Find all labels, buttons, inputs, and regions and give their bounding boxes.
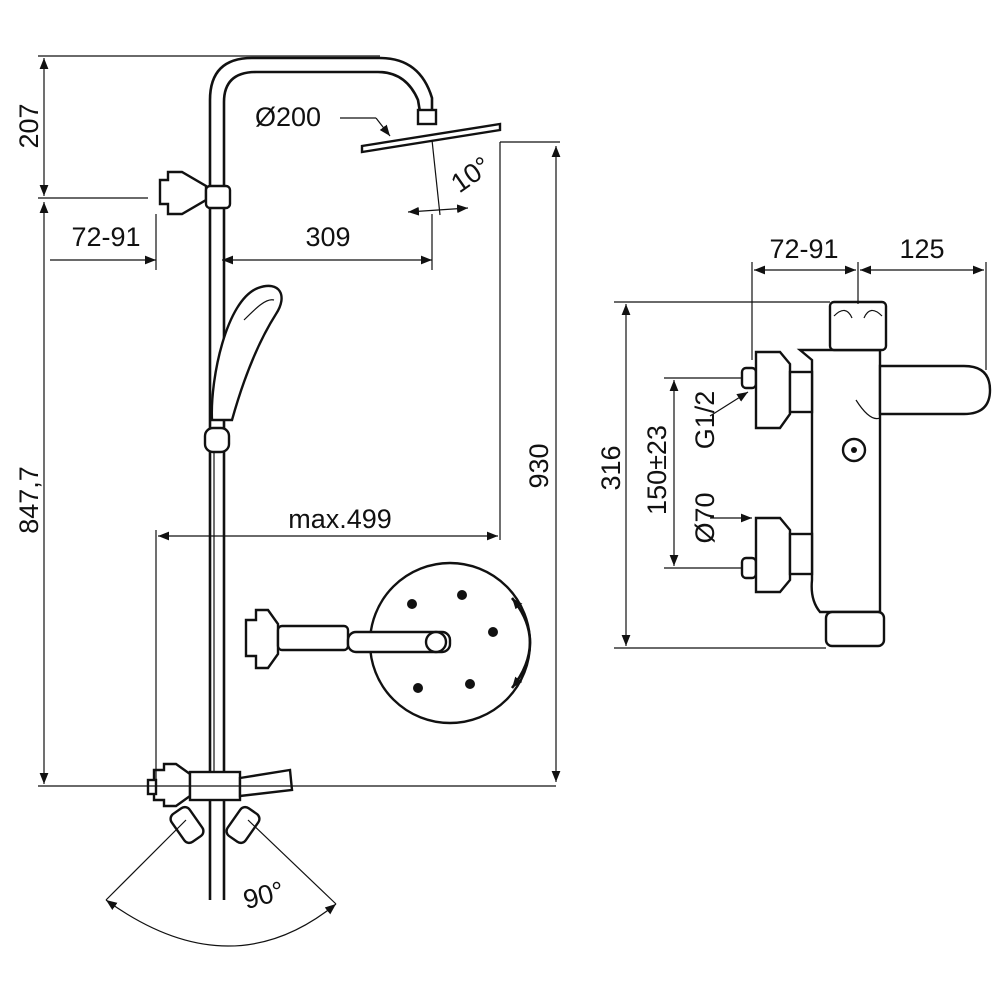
bottom-handle [824, 610, 886, 648]
label-valve-height: 316 [596, 445, 626, 490]
bath-mixer [146, 762, 294, 845]
label-total-height-left: 847,7 [14, 466, 44, 534]
label-valve-wall-offset: 72-91 [769, 234, 838, 264]
left-dimensions [38, 55, 561, 947]
lower-inlet [754, 516, 792, 594]
label-inlet-spacing: 150±23 [642, 425, 672, 515]
shower-head [360, 122, 502, 154]
right-dimensions [614, 262, 987, 649]
label-wall-offset-left: 72-91 [71, 222, 140, 252]
upper-inlet [754, 350, 792, 430]
label-rotation-angle: 90° [240, 876, 287, 916]
control-knob [828, 300, 888, 352]
label-max-width: max.499 [288, 504, 392, 534]
rotation-detail [244, 561, 532, 725]
label-total-height-right: 930 [524, 443, 554, 488]
rotation-arrow [510, 597, 532, 689]
shower-column [158, 56, 502, 900]
spout [878, 364, 992, 416]
label-arm-length: 309 [305, 222, 350, 252]
label-thread-size: G1/2 [690, 391, 720, 450]
upper-wall-bracket [158, 170, 208, 216]
label-top-height: 207 [14, 103, 44, 148]
thermostatic-valve [740, 300, 992, 648]
label-head-angle: 10° [446, 151, 497, 199]
label-valve-spout-length: 125 [899, 234, 944, 264]
slider [203, 426, 231, 454]
head-connector [416, 108, 438, 126]
label-rosette-diameter: Ø70 [690, 492, 720, 543]
hand-shower [210, 284, 283, 422]
label-head-diameter: Ø200 [255, 102, 321, 132]
